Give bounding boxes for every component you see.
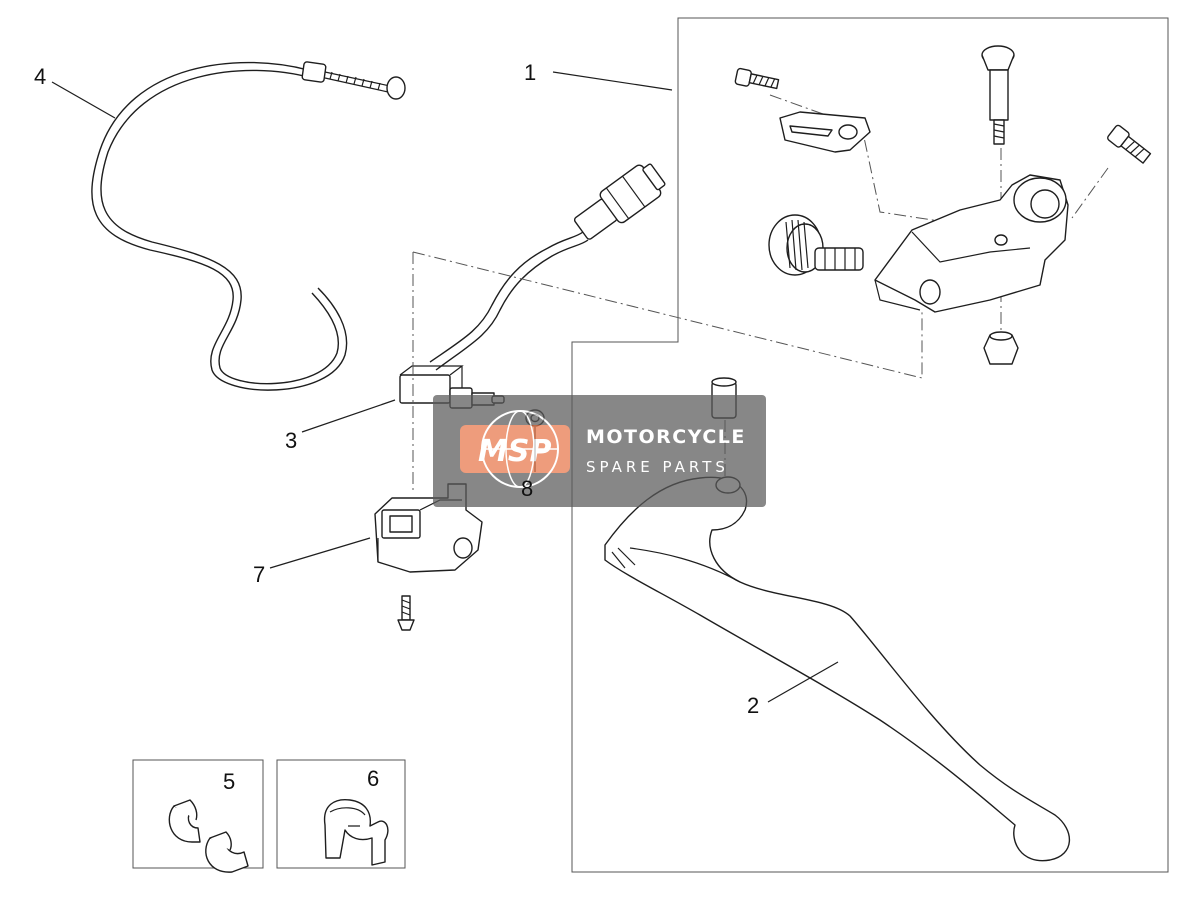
label-5: 5	[223, 769, 235, 794]
label-3: 3	[285, 428, 297, 453]
label-7: 7	[253, 562, 265, 587]
alignment-line	[1071, 167, 1109, 219]
label-6: 6	[367, 766, 379, 791]
alignment-line	[412, 251, 923, 379]
inset-box-part-5	[132, 759, 264, 873]
leader-2	[767, 661, 839, 703]
leader-1	[552, 71, 673, 91]
clutch-cable-part-4	[51, 61, 406, 391]
leader-3	[301, 399, 396, 433]
lever-bracket-part-1	[552, 45, 1152, 365]
watermark-subtitle: SPARE PARTS	[586, 458, 729, 476]
assembly-frame-part-1	[571, 17, 1169, 873]
inset-box-part-6	[276, 759, 406, 869]
watermark-panel	[433, 395, 766, 507]
leader-4	[51, 81, 116, 119]
clutch-switch-part-3	[301, 163, 666, 433]
watermark-title: MOTORCYCLE	[586, 426, 746, 448]
label-4: 4	[34, 64, 46, 89]
msp-watermark: MSP MOTORCYCLE SPARE PARTS	[433, 395, 766, 507]
label-1: 1	[524, 60, 536, 85]
label-8: 8	[521, 476, 533, 501]
watermark-logo-text: MSP	[478, 434, 551, 469]
label-2: 2	[747, 693, 759, 718]
leader-7	[269, 537, 371, 569]
alignment-line	[769, 94, 973, 227]
